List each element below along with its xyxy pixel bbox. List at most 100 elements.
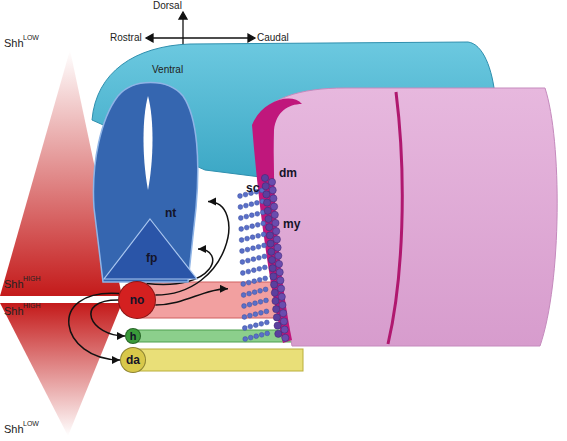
myotome-cell bbox=[271, 289, 278, 296]
sclerotome-cell bbox=[250, 224, 255, 229]
sclerotome-cell bbox=[238, 205, 243, 210]
myotome-cell bbox=[271, 211, 278, 218]
myotome-cell bbox=[282, 334, 289, 341]
sclerotome-cell bbox=[254, 334, 259, 339]
sclerotome-cell bbox=[252, 290, 257, 295]
dermomyotome: dm bbox=[277, 162, 307, 184]
axis-label: Ventral bbox=[152, 65, 183, 75]
axis-label: Rostral bbox=[110, 33, 142, 43]
sclerotome-cell bbox=[247, 291, 252, 296]
sclerotome-cell bbox=[242, 304, 247, 309]
sclerotome-cell bbox=[256, 244, 261, 249]
myotome-cell bbox=[273, 306, 280, 313]
sclerotome-cell bbox=[239, 238, 244, 243]
myotome-cell bbox=[270, 195, 277, 202]
dermomyotome bbox=[252, 99, 302, 343]
sclerotome-cell bbox=[253, 301, 258, 306]
sclerotome-cell bbox=[259, 332, 264, 337]
node-label: dm bbox=[279, 167, 297, 179]
sclerotome-cell bbox=[258, 299, 263, 304]
floor-plate-outline bbox=[103, 218, 198, 280]
sclerotome-cell bbox=[257, 277, 262, 282]
gradient-label: Shh bbox=[4, 279, 24, 290]
myotome-cell bbox=[276, 269, 283, 276]
sclerotome-cell bbox=[258, 288, 263, 293]
sclerotome-cell bbox=[243, 337, 248, 342]
sclerotome-cell bbox=[257, 255, 262, 260]
myotome-cell bbox=[266, 224, 273, 231]
signal-arrow bbox=[155, 289, 228, 305]
sclerotome-cell bbox=[240, 271, 245, 276]
sclerotome-cell bbox=[251, 246, 256, 251]
hypochord: h bbox=[125, 328, 141, 344]
myotome-cell bbox=[279, 301, 286, 308]
myotome-cell bbox=[275, 252, 282, 259]
myotome-cell bbox=[280, 310, 287, 317]
hypochord-tube bbox=[133, 330, 303, 342]
sclerotome-cell bbox=[265, 331, 270, 336]
sclerotome-cell bbox=[239, 227, 244, 232]
sclerotome-cell bbox=[259, 321, 264, 326]
sclerotome-cell bbox=[240, 260, 245, 265]
gradient-superscript: HIGH bbox=[23, 302, 41, 309]
sclerotome-cell bbox=[255, 211, 260, 216]
sclerotome-cell bbox=[264, 320, 269, 325]
sclerotome-cell bbox=[244, 203, 249, 208]
sclerotome-cell bbox=[247, 302, 252, 307]
myotome: my bbox=[279, 192, 309, 342]
sclerotome-cell bbox=[240, 249, 245, 254]
arrowhead bbox=[179, 12, 187, 19]
sclerotome-cell bbox=[264, 298, 269, 303]
sclerotome-cell bbox=[238, 216, 243, 221]
dorsal-aorta: da bbox=[120, 347, 146, 373]
myotome-cell bbox=[275, 330, 282, 337]
arrowhead bbox=[248, 34, 255, 42]
sclerotome: sc bbox=[228, 180, 264, 340]
myotome-cell bbox=[273, 228, 280, 235]
myotome-cell bbox=[268, 248, 275, 255]
axis-label: Caudal bbox=[257, 33, 289, 43]
sclerotome-cell bbox=[262, 243, 267, 248]
sclerotome-cell bbox=[242, 326, 247, 331]
somite-boundary bbox=[388, 92, 402, 344]
signal-arrow bbox=[69, 293, 120, 360]
sclerotome-cell bbox=[238, 194, 243, 199]
sclerotome-cell bbox=[248, 313, 253, 318]
myotome-cell bbox=[280, 318, 287, 325]
myotome-cell bbox=[277, 277, 284, 284]
sclerotome-cell bbox=[255, 200, 260, 205]
sclerotome-cell bbox=[251, 257, 256, 262]
myotome-cell bbox=[268, 178, 275, 185]
sclerotome-cell bbox=[252, 279, 257, 284]
node-label: da bbox=[126, 354, 140, 366]
myotome-cell bbox=[273, 314, 280, 321]
myotome-cell bbox=[265, 215, 272, 222]
myotome-cell bbox=[269, 265, 276, 272]
dorsal-aorta-tube bbox=[133, 349, 303, 371]
sclerotome-cell bbox=[246, 258, 251, 263]
myotome-cell bbox=[272, 219, 279, 226]
myotome-cell bbox=[278, 285, 285, 292]
gradient-label: Shh bbox=[4, 38, 24, 49]
sclerotome-cell bbox=[244, 225, 249, 230]
node-label: h bbox=[130, 331, 137, 342]
sclerotome-cell bbox=[245, 236, 250, 241]
myotome-cell bbox=[272, 297, 279, 304]
sclerotome-cell bbox=[242, 315, 247, 320]
sclerotome-cell bbox=[248, 324, 253, 329]
sclerotome-cell bbox=[264, 309, 269, 314]
sclerotome-cell bbox=[245, 247, 250, 252]
gradient-label: Shh bbox=[4, 306, 24, 317]
sclerotome-cell bbox=[246, 269, 251, 274]
sclerotome-cell bbox=[256, 233, 261, 238]
arrowhead bbox=[146, 34, 153, 42]
myotome-cell bbox=[274, 244, 281, 251]
sclerotome-cell bbox=[263, 276, 268, 281]
myotome-cell bbox=[264, 207, 271, 214]
node-label: no bbox=[130, 294, 145, 306]
node-label: nt bbox=[165, 207, 176, 219]
shh-gradient bbox=[0, 303, 122, 436]
neural-tube: ntfp bbox=[88, 78, 208, 284]
sclerotome-cell bbox=[244, 214, 249, 219]
